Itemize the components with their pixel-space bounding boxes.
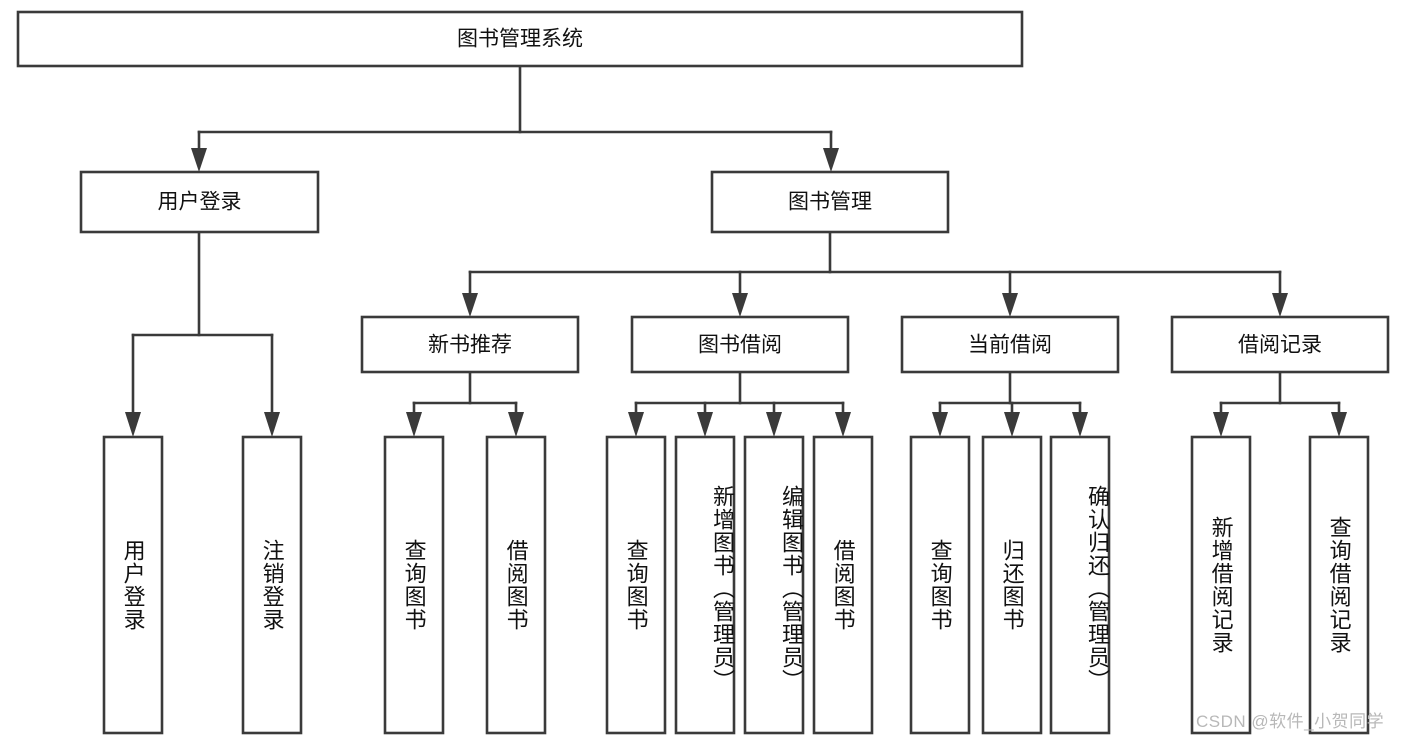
node-leaf-borrow-book-2-rect[interactable] [812,435,874,735]
node-book-management[interactable]: 图书管理 [710,170,950,234]
arrow-head-leaf-add-book [697,412,713,437]
node-leaf-query-book-1-rect[interactable] [383,435,445,735]
connector-group-user-login [125,230,280,437]
arrow-head-leaf-query-book-1 [406,412,422,437]
node-root[interactable]: 图书管理系统 [16,10,1024,68]
arrow-head-book-management [823,148,839,172]
node-current-borrow-rect[interactable] [900,315,1120,374]
node-book-management-label: 图书管理 [788,191,872,214]
node-borrow-record-label: 借阅记录 [1238,334,1322,357]
node-current-borrow[interactable]: 当前借阅 [900,315,1120,374]
arrow-head-leaf-query-record [1331,412,1347,437]
node-leaf-user-login-rect[interactable] [102,435,164,735]
node-leaf-add-record-rect[interactable] [1190,435,1252,735]
arrow-head-leaf-return-book [1004,412,1020,437]
connector-group-root [191,64,839,172]
arrow-head-leaf-logout [264,412,280,437]
node-book-management-rect[interactable] [710,170,950,234]
node-new-book-recommend[interactable]: 新书推荐 [360,315,580,374]
arrow-head-new-book-recommend [462,293,478,317]
node-leaf-borrow-book-1-rect[interactable] [485,435,547,735]
node-leaf-query-book-3-rect[interactable] [909,435,971,735]
node-leaf-query-book-2-rect[interactable] [605,435,667,735]
node-leaf-logout-rect[interactable] [241,435,303,735]
connector-group-current-borrow [932,370,1088,437]
node-leaf-edit-book-rect[interactable] [743,435,805,735]
node-user-login[interactable]: 用户登录 [79,170,320,234]
connector-group-borrow-record [1213,370,1347,437]
arrow-head-borrow-record [1272,293,1288,317]
node-current-borrow-label: 当前借阅 [968,334,1052,357]
arrow-head-leaf-query-book-3 [932,412,948,437]
arrow-head-leaf-query-book-2 [628,412,644,437]
arrow-head-leaf-borrow-book-1 [508,412,524,437]
node-leaf-query-record-rect[interactable] [1308,435,1370,735]
node-new-book-recommend-label: 新书推荐 [428,334,512,357]
csdn-watermark: CSDN @软件_小贺同学 [1196,712,1385,731]
arrow-head-leaf-confirm-return [1072,412,1088,437]
node-user-login-rect[interactable] [79,170,320,234]
node-new-book-recommend-rect[interactable] [360,315,580,374]
node-leaf-return-book-rect[interactable] [981,435,1043,735]
connector-group-book-management [462,230,1288,317]
node-user-login-label: 用户登录 [158,191,242,214]
node-root-rect[interactable] [16,10,1024,68]
node-root-label: 图书管理系统 [457,28,583,51]
node-book-borrow-rect[interactable] [630,315,850,374]
arrow-head-leaf-borrow-book-2 [835,412,851,437]
arrow-head-user-login [191,148,207,172]
leaf-rect-group [102,435,1370,735]
arrow-head-leaf-add-record [1213,412,1229,437]
arrow-head-book-borrow [732,293,748,317]
node-borrow-record-rect[interactable] [1170,315,1390,374]
arrow-head-current-borrow [1002,293,1018,317]
arrow-head-leaf-edit-book [766,412,782,437]
node-borrow-record[interactable]: 借阅记录 [1170,315,1390,374]
connector-group-new-book-recommend [406,370,524,437]
node-leaf-confirm-return-rect[interactable] [1049,435,1111,735]
connector-group-book-borrow [628,370,851,437]
arrow-head-leaf-user-login [125,412,141,437]
node-book-borrow[interactable]: 图书借阅 [630,315,850,374]
node-leaf-add-book-rect[interactable] [674,435,736,735]
node-book-borrow-label: 图书借阅 [698,334,782,357]
